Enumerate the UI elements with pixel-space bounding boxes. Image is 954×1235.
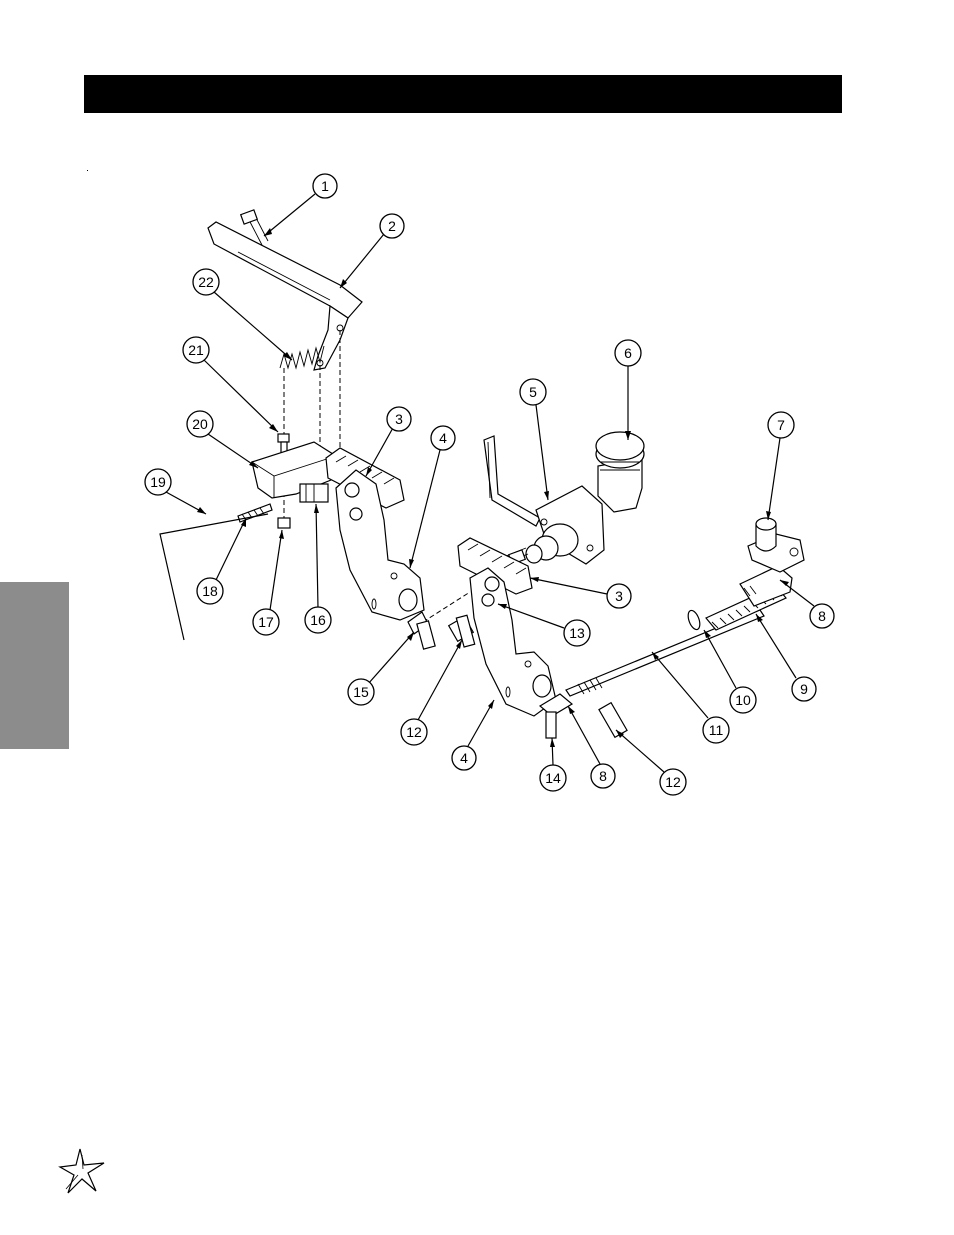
svg-text:16: 16 (310, 612, 326, 628)
svg-text:22: 22 (198, 274, 214, 290)
callout-2: 2 (339, 213, 405, 289)
part-bushing-7 (747, 517, 805, 573)
svg-text:10: 10 (735, 692, 751, 708)
svg-text:3: 3 (395, 411, 403, 427)
svg-text:9: 9 (800, 681, 808, 697)
header-bar (84, 75, 842, 113)
svg-text:17: 17 (258, 614, 274, 630)
callout-18: 18 (196, 517, 247, 605)
callout-8-lower: 8 (567, 705, 616, 789)
svg-text:4: 4 (460, 750, 468, 766)
callout-5: 5 (519, 378, 549, 501)
callout-11: 11 (651, 651, 730, 744)
part-pin-12-lower (598, 701, 628, 739)
callout-21: 21 (182, 336, 279, 433)
svg-text:6: 6 (624, 345, 632, 361)
part-bracket-2 (207, 221, 363, 371)
callout-15: 15 (347, 631, 415, 706)
callout-3-lower: 3 (529, 577, 632, 609)
part-nut-17 (277, 517, 291, 529)
part-bolt-1 (239, 209, 269, 246)
callout-19: 19 (144, 468, 207, 515)
section-side-tab (0, 582, 69, 749)
callout-13: 13 (497, 603, 591, 647)
svg-text:12: 12 (665, 774, 681, 790)
part-washer-10 (687, 609, 701, 631)
callout-14: 14 (539, 737, 567, 792)
svg-text:5: 5 (529, 384, 537, 400)
svg-text:1: 1 (321, 178, 329, 194)
callout-12-lower: 12 (615, 729, 687, 796)
callout-4-lower: 4 (451, 699, 495, 771)
dot-mark (87, 170, 88, 171)
callout-12-upper: 12 (400, 639, 463, 746)
part-clip-16 (299, 483, 329, 503)
pedal-assembly-right (457, 537, 557, 717)
svg-text:2: 2 (388, 218, 396, 234)
callout-20: 20 (186, 410, 259, 469)
svg-text:13: 13 (569, 625, 585, 641)
callout-7: 7 (766, 411, 795, 521)
part-reservoir-6 (595, 431, 645, 513)
callout-6: 6 (614, 339, 642, 440)
svg-text:14: 14 (545, 770, 561, 786)
part-clevis-8-lower (538, 693, 574, 739)
callout-1: 1 (263, 173, 338, 237)
svg-text:7: 7 (777, 417, 785, 433)
callout-10: 10 (703, 629, 757, 714)
part-bracket-5 (483, 435, 541, 527)
callout-22: 22 (192, 268, 293, 361)
callout-17: 17 (252, 529, 284, 636)
part-pin-12-upper (455, 614, 476, 648)
callout-8-upper: 8 (779, 579, 835, 629)
callout-9: 9 (755, 613, 817, 702)
star-logo-icon (58, 1148, 105, 1194)
cable-19 (159, 513, 269, 641)
svg-text:15: 15 (353, 684, 369, 700)
svg-text:18: 18 (202, 583, 218, 599)
svg-text:19: 19 (150, 474, 166, 490)
svg-text:11: 11 (709, 722, 724, 738)
part-master-cylinder (505, 485, 605, 565)
svg-text:8: 8 (818, 608, 826, 624)
pedal-assembly-left (325, 447, 475, 643)
callout-3-upper: 3 (365, 406, 412, 477)
svg-text:21: 21 (188, 342, 204, 358)
part-rod-18 (237, 503, 273, 523)
part-spring-22 (279, 345, 325, 370)
callout-4-upper: 4 (409, 425, 456, 569)
callout-16: 16 (304, 503, 332, 634)
svg-text:4: 4 (439, 430, 447, 446)
svg-text:8: 8 (599, 768, 607, 784)
part-pin-15 (416, 620, 436, 650)
svg-text:12: 12 (406, 724, 422, 740)
svg-text:3: 3 (615, 588, 623, 604)
part-rod-11 (565, 609, 765, 697)
svg-text:20: 20 (192, 416, 208, 432)
